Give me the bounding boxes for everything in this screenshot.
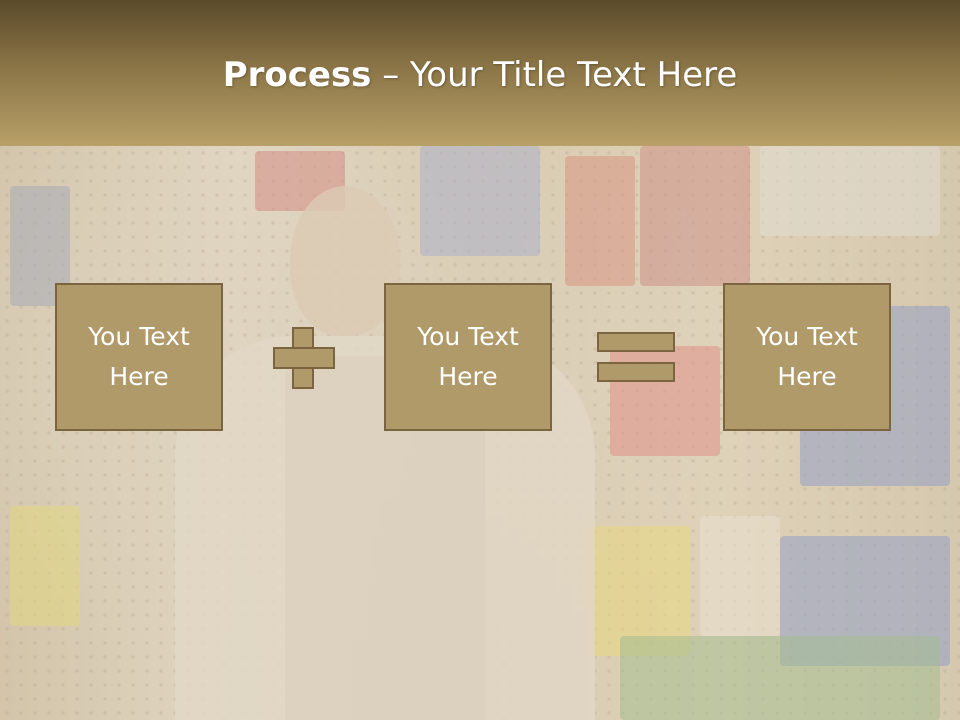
title-rest: – Your Title Text Here (371, 55, 738, 95)
shelf-item (780, 536, 950, 666)
shelf-item (10, 506, 80, 626)
process-box-3[interactable]: You Text Here (723, 283, 891, 431)
shelf-item (565, 156, 635, 286)
shelf-item (760, 146, 940, 236)
shelf-item (590, 526, 690, 656)
pegboard-texture (0, 146, 960, 720)
title-bold: Process (222, 55, 372, 95)
shelf-item (255, 151, 345, 211)
slide-title: Process – Your Title Text Here (0, 52, 960, 98)
shopkeeper-figure (175, 186, 595, 720)
process-box-2[interactable]: You Text Here (384, 283, 552, 431)
background-photo (0, 146, 960, 720)
shelf-item (640, 146, 750, 286)
title-bar: Process – Your Title Text Here (0, 0, 960, 146)
shelf-item (420, 146, 540, 256)
process-box-1[interactable]: You Text Here (55, 283, 223, 431)
shelf-item (620, 636, 940, 720)
shelf-item (700, 516, 780, 636)
